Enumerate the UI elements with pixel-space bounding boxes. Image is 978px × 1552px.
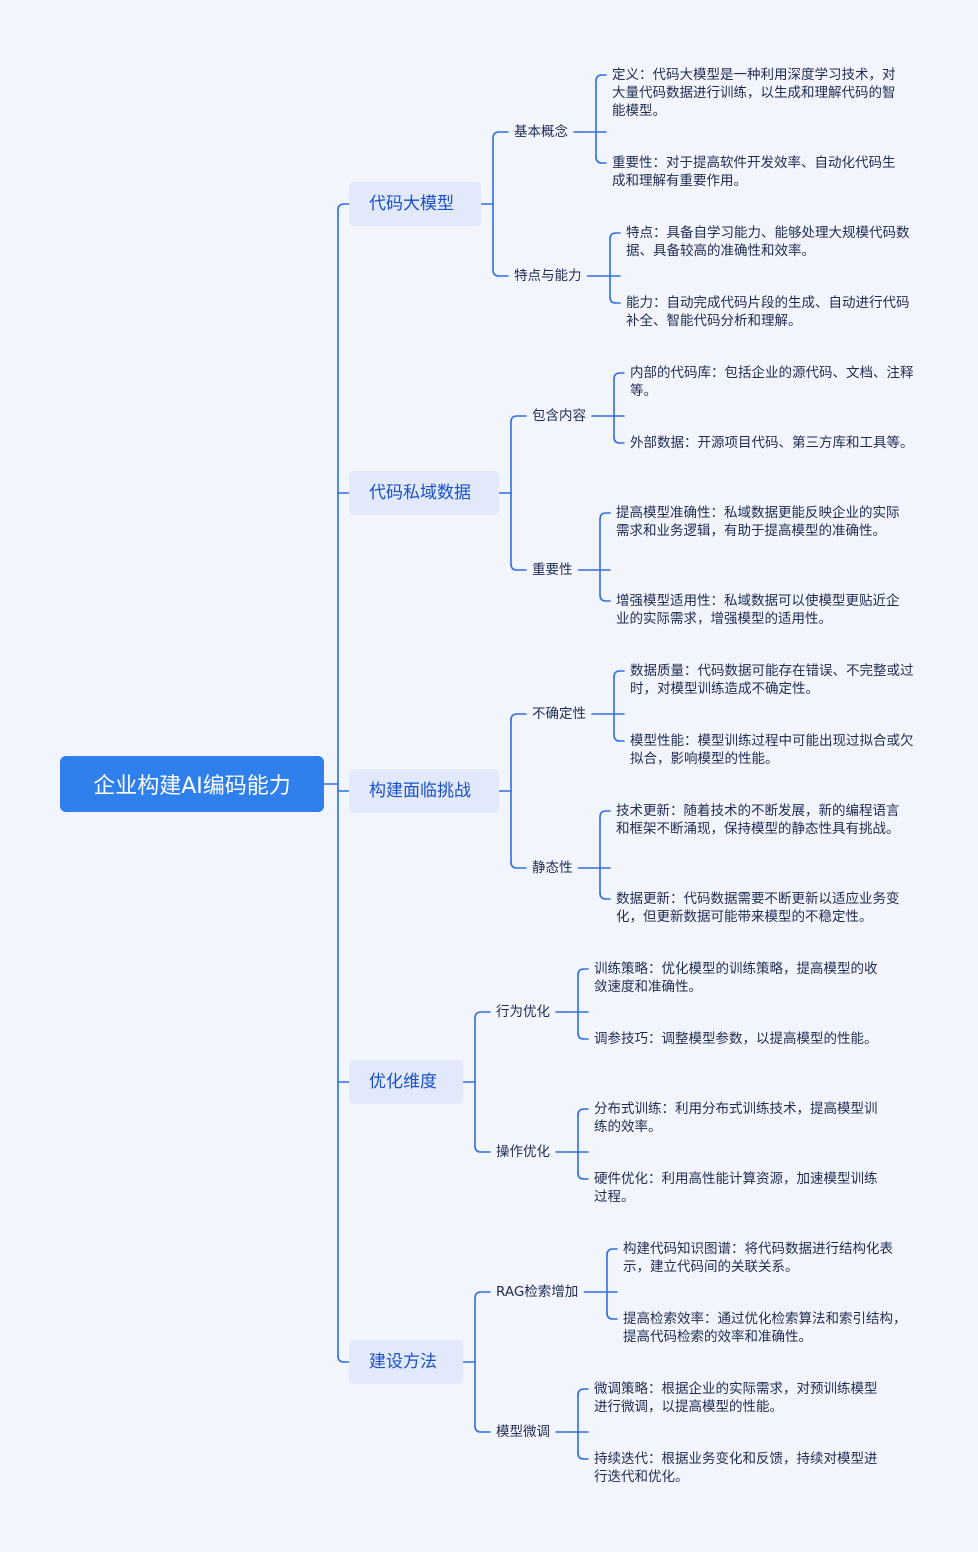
- leaf-connector-branch: [577, 1452, 589, 1460]
- leaf-connector-branch: [613, 670, 625, 678]
- topic-node[interactable]: RAG检索增加: [496, 1284, 579, 1300]
- leaf-node[interactable]: 提高模型准确性：私域数据更能反映企业的实际需求和业务逻辑，有助于提高模型的准确性…: [616, 505, 900, 539]
- leaf-node[interactable]: 定义：代码大模型是一种利用深度学习技术，对大量代码数据进行训练，以生成和理解代码…: [612, 67, 896, 119]
- leaf-node[interactable]: 特点：具备自学习能力、能够处理大规模代码数据、具备较高的准确性和效率。: [626, 225, 910, 259]
- leaf-connector-branch: [577, 968, 589, 976]
- branch-connector-branch: [492, 269, 509, 277]
- leaf-node[interactable]: 能力：自动完成代码片段的生成、自动进行代码补全、智能代码分析和理解。: [626, 295, 910, 329]
- topic-node[interactable]: 静态性: [532, 860, 573, 876]
- leaf-connector-branch: [606, 1312, 618, 1320]
- topic-node[interactable]: 特点与能力: [514, 268, 582, 284]
- topic-node[interactable]: 包含内容: [532, 408, 586, 424]
- leaf-node[interactable]: 外部数据：开源项目代码、第三方库和工具等。: [630, 435, 914, 451]
- leaf-node[interactable]: 重要性：对于提高软件开发效率、自动化代码生成和理解有重要作用。: [612, 155, 896, 189]
- topic-node[interactable]: 基本概念: [514, 124, 568, 140]
- topic-node[interactable]: 模型微调: [496, 1424, 550, 1440]
- leaf-node[interactable]: 提高检索效率：通过优化检索算法和索引结构，提高代码检索的效率和准确性。: [623, 1311, 907, 1345]
- leaf-connector-branch: [606, 1248, 618, 1256]
- branch-node[interactable]: 构建面临挑战: [349, 769, 499, 813]
- leaf-connector-branch: [577, 1388, 589, 1396]
- leaf-connector-branch: [613, 436, 625, 444]
- leaf-node[interactable]: 数据更新：代码数据需要不断更新以适应业务变化，但更新数据可能带来模型的不稳定性。: [616, 891, 900, 925]
- leaf-connector-branch: [577, 1172, 589, 1180]
- root-connector-branch: [337, 1355, 350, 1363]
- leaf-connector-branch: [595, 74, 607, 82]
- topic-node[interactable]: 不确定性: [532, 706, 586, 722]
- leaf-connector-branch: [599, 512, 611, 520]
- branch-connector-branch: [474, 1291, 491, 1299]
- branch-connector-branch: [474, 1425, 491, 1433]
- leaf-connector-branch: [599, 594, 611, 602]
- topic-node[interactable]: 重要性: [532, 562, 573, 578]
- branch-connector-branch: [474, 1011, 491, 1019]
- leaf-connector-branch: [609, 296, 621, 304]
- leaf-connector-branch: [577, 1108, 589, 1116]
- leaf-connector-branch: [599, 892, 611, 900]
- root-node[interactable]: 企业构建AI编码能力: [60, 756, 324, 812]
- leaf-connector-branch: [599, 810, 611, 818]
- leaf-node[interactable]: 增强模型适用性：私域数据可以使模型更贴近企业的实际需求，增强模型的适用性。: [616, 593, 900, 627]
- branch-connector-branch: [510, 415, 527, 423]
- leaf-node[interactable]: 持续迭代：根据业务变化和反馈，持续对模型进行迭代和优化。: [594, 1451, 878, 1485]
- branch-connector-branch: [510, 563, 527, 571]
- leaf-node[interactable]: 构建代码知识图谱：将代码数据进行结构化表示，建立代码间的关联关系。: [623, 1241, 893, 1275]
- branch-node[interactable]: 代码大模型: [349, 182, 481, 226]
- leaf-connector-branch: [577, 1032, 589, 1040]
- branch-connector-branch: [510, 713, 527, 721]
- leaf-node[interactable]: 技术更新：随着技术的不断发展，新的编程语言和框架不断涌现，保持模型的静态性具有挑…: [616, 803, 900, 837]
- leaf-connector-branch: [595, 156, 607, 164]
- leaf-connector-branch: [609, 232, 621, 240]
- leaf-connector-branch: [613, 734, 625, 742]
- topic-node[interactable]: 行为优化: [496, 1004, 550, 1020]
- branch-node[interactable]: 代码私域数据: [349, 471, 499, 515]
- branch-node[interactable]: 建设方法: [349, 1340, 463, 1384]
- branch-connector-branch: [492, 131, 509, 139]
- leaf-node[interactable]: 调参技巧：调整模型参数，以提高模型的性能。: [594, 1031, 878, 1047]
- leaf-node[interactable]: 模型性能：模型训练过程中可能出现过拟合或欠拟合，影响模型的性能。: [630, 733, 914, 767]
- root-connector-branch: [337, 203, 350, 211]
- branch-node[interactable]: 优化维度: [349, 1060, 463, 1104]
- leaf-node[interactable]: 微调策略：根据企业的实际需求，对预训练模型进行微调，以提高模型的性能。: [594, 1381, 878, 1415]
- leaf-connector-branch: [613, 372, 625, 380]
- branch-connector-branch: [474, 1145, 491, 1153]
- leaf-node[interactable]: 数据质量：代码数据可能存在错误、不完整或过时，对模型训练造成不确定性。: [630, 663, 914, 697]
- leaf-node[interactable]: 训练策略：优化模型的训练策略，提高模型的收敛速度和准确性。: [594, 961, 878, 995]
- leaf-node[interactable]: 分布式训练：利用分布式训练技术，提高模型训练的效率。: [594, 1101, 878, 1135]
- branch-connector-branch: [510, 861, 527, 869]
- leaf-node[interactable]: 硬件优化：利用高性能计算资源，加速模型训练过程。: [594, 1171, 878, 1205]
- leaf-node[interactable]: 内部的代码库：包括企业的源代码、文档、注释等。: [630, 365, 914, 399]
- topic-node[interactable]: 操作优化: [496, 1144, 550, 1160]
